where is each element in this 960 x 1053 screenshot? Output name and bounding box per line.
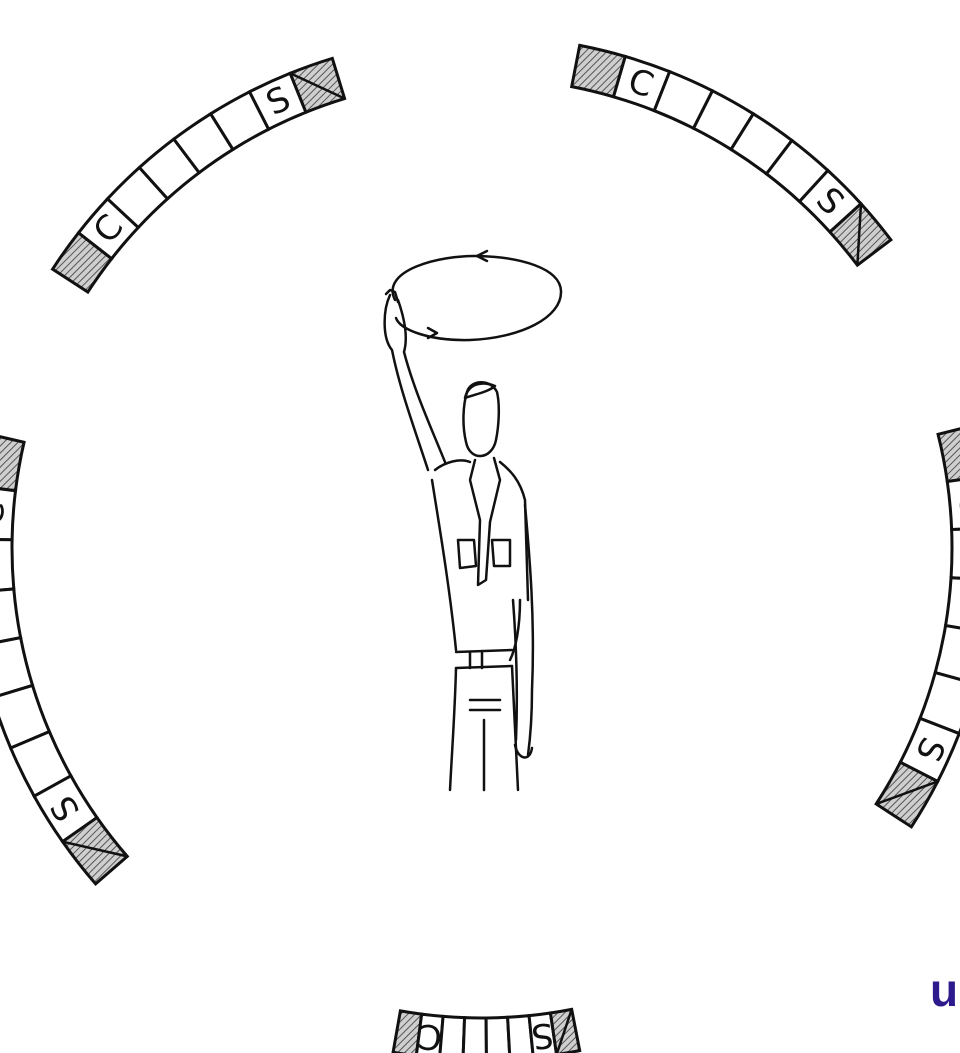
arc-cell: [946, 578, 960, 633]
arc-cell: [486, 1017, 510, 1053]
arc-cell: [0, 539, 14, 593]
arc-top-right: CS: [572, 45, 891, 265]
arc-top-left: CS: [53, 58, 345, 292]
arc-cell: [440, 1016, 465, 1053]
rotation-arrow-icon: [393, 251, 561, 340]
corner-text: u: [930, 960, 960, 1020]
arc-left: CS: [0, 433, 127, 884]
start-marker-label: C: [0, 501, 13, 527]
scout-figure: [385, 251, 561, 790]
shaded-end-cell: [938, 424, 960, 481]
arc-cell: [463, 1018, 486, 1053]
shaded-end-cell: [0, 433, 24, 491]
arc-cell: [951, 528, 960, 580]
arc-right: CS: [876, 424, 960, 827]
